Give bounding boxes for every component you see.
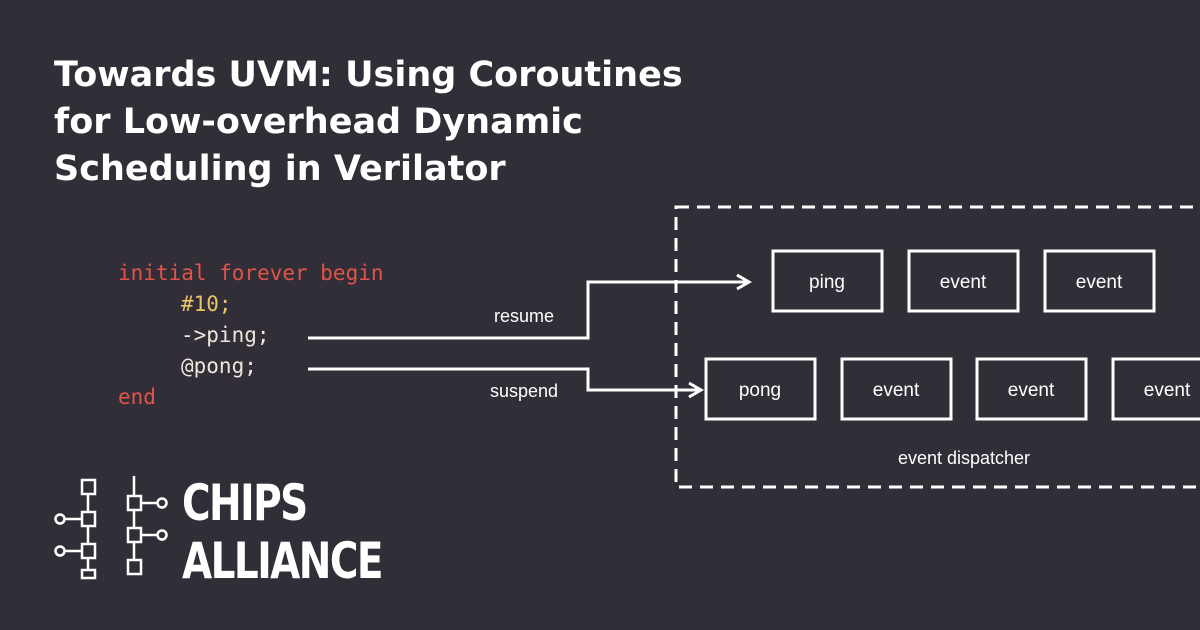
event-box-label: ping <box>809 272 845 293</box>
brand-line-1: CHIPS <box>182 474 308 532</box>
event-box <box>1111 357 1200 421</box>
event-box-label: event <box>940 272 987 293</box>
event-box <box>907 249 1020 313</box>
code-line-trigger: ->ping; <box>181 323 270 347</box>
event-box-ping <box>771 249 884 313</box>
chips-alliance-logo-text: CHIPS ALLIANCE <box>182 474 384 590</box>
event-box <box>975 357 1088 421</box>
event-dispatcher-label: event dispatcher <box>898 448 1030 468</box>
code-line-initial: initial forever begin <box>118 261 384 285</box>
title-line-3: Scheduling in Verilator <box>54 149 506 189</box>
chips-alliance-chip-icon <box>54 476 168 580</box>
code-line-delay: #10; <box>181 292 232 316</box>
event-dispatcher-frame <box>674 205 1200 489</box>
event-queue-row-2: pong event event event <box>704 357 1200 421</box>
code-snippet: initial forever begin #10; ->ping; @pong… <box>118 258 384 413</box>
suspend-arrow <box>308 367 700 392</box>
event-queue-row-1: ping event event <box>771 249 1156 313</box>
resume-arrow-head <box>736 273 752 291</box>
event-box-label: event <box>1144 380 1191 401</box>
resume-label: resume <box>494 306 554 326</box>
title-line-2: for Low-overhead Dynamic <box>54 102 583 142</box>
code-line-wait: @pong; <box>181 354 257 378</box>
event-box-label: event <box>1008 380 1055 401</box>
event-box <box>1043 249 1156 313</box>
event-box-pong <box>704 357 817 421</box>
event-box <box>840 357 953 421</box>
suspend-label: suspend <box>490 381 558 401</box>
brand-line-2: ALLIANCE <box>182 532 384 590</box>
event-box-label: event <box>873 380 920 401</box>
page-title: Towards UVM: Using Coroutines for Low-ov… <box>54 52 774 193</box>
code-line-end: end <box>118 385 156 409</box>
event-box-label: event <box>1076 272 1123 293</box>
resume-arrow <box>308 280 748 340</box>
title-line-1: Towards UVM: Using Coroutines <box>54 55 683 95</box>
event-box-label: pong <box>739 380 781 401</box>
suspend-arrow-head <box>688 381 704 399</box>
